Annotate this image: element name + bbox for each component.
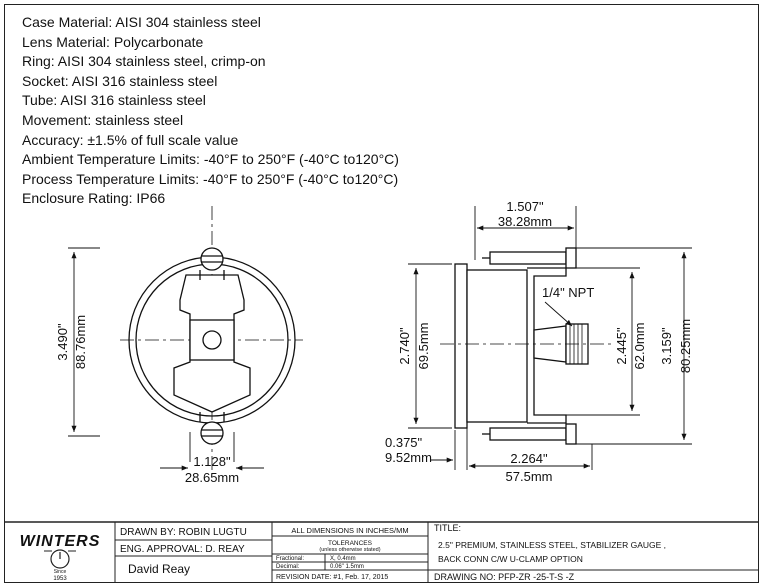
spec-movement: Movement: stainless steel [22, 111, 184, 128]
clamp-height-mm-label: 62.0mm [632, 323, 647, 370]
side-depth-mm-label: 38.28mm [498, 214, 552, 229]
spec-socket: Socket: AISI 316 stainless steel [22, 72, 218, 89]
side-bottom-dimensions [430, 424, 593, 470]
spec-ambient-temp: Ambient Temperature Limits: -40°F to 250… [22, 151, 399, 168]
spec-enclosure: Enclosure Rating: IP66 [22, 190, 166, 207]
case-height-dimension [408, 263, 452, 429]
side-view [440, 247, 612, 445]
tolerances-heading: TOLERANCES [328, 540, 373, 547]
spec-list: Case Material: AISI 304 stainless steel … [22, 13, 399, 209]
front-width-dimension [160, 432, 264, 471]
front-view [120, 206, 303, 470]
front-height-dimension [68, 247, 100, 437]
svg-text:WINTERS: WINTERS [20, 533, 101, 550]
svg-text:Since: Since [54, 569, 67, 575]
spec-ring: Ring: AISI 304 stainless steel, crimp-on [22, 53, 266, 70]
overall-height-mm-label: 80.25mm [678, 319, 693, 373]
title-block [4, 521, 759, 583]
revision-date: REVISION DATE: #1, Feb. 17, 2015 [276, 574, 388, 581]
front-height-in-label: 3.490" [55, 323, 70, 361]
drawing-sheet [4, 4, 759, 583]
front-width-in-label: 1.128" [193, 454, 231, 469]
spec-case-material: Case Material: AISI 304 stainless steel [22, 14, 261, 30]
bezel-in-label: 0.375" [385, 435, 423, 450]
winters-logo: WINTERS Since 1953 [20, 533, 101, 582]
bezel-mm-label: 9.52mm [385, 450, 432, 465]
title-line-2: BACK CONN C/W U-CLAMP OPTION [438, 554, 583, 564]
overall-height-dimension [576, 247, 692, 445]
title-line-1: 2.5" PREMIUM, STAINLESS STEEL, STABILIZE… [438, 540, 666, 550]
front-width-mm-label: 28.65mm [185, 470, 239, 485]
drawing-number: DRAWING NO: PFP-ZR -25-T-S -Z [434, 572, 575, 582]
spec-process-temp: Process Temperature Limits: -40°F to 250… [22, 170, 399, 187]
dimensions-note: ALL DIMENSIONS IN INCHES/MM [291, 526, 408, 535]
fractional-value: X, 0.4mm [330, 556, 356, 562]
decimal-value: 0.06" 1.5mm [330, 564, 364, 570]
case-height-mm-label: 69.5mm [416, 323, 431, 370]
npt-leader [544, 301, 573, 327]
body-mm-label: 57.5mm [506, 469, 553, 484]
title-label: TITLE: [434, 523, 461, 533]
eng-approval: ENG. APPROVAL: D. REAY [120, 544, 245, 555]
decimal-label: Decimal: [276, 564, 300, 570]
side-depth-in-label: 1.507" [506, 199, 544, 214]
side-depth-dimension [474, 206, 577, 260]
tolerances-subheading: (unless otherwise stated) [319, 547, 380, 553]
npt-label: 1/4" NPT [542, 285, 594, 300]
case-height-in-label: 2.740" [397, 327, 412, 365]
overall-height-in-label: 3.159" [659, 327, 674, 365]
clamp-height-dimension [566, 267, 640, 416]
svg-text:1953: 1953 [53, 576, 67, 582]
spec-tube: Tube: AISI 316 stainless steel [22, 92, 206, 109]
front-height-mm-label: 88.76mm [73, 315, 88, 369]
clamp-height-in-label: 2.445" [614, 327, 629, 365]
body-in-label: 2.264" [510, 451, 548, 466]
signature: David Reay [128, 562, 190, 576]
drawn-by: DRAWN BY: ROBIN LUGTU [120, 527, 247, 538]
spec-lens-material: Lens Material: Polycarbonate [22, 33, 204, 50]
spec-accuracy: Accuracy: ±1.5% of full scale value [22, 131, 239, 148]
fractional-label: Fractional: [276, 556, 304, 562]
